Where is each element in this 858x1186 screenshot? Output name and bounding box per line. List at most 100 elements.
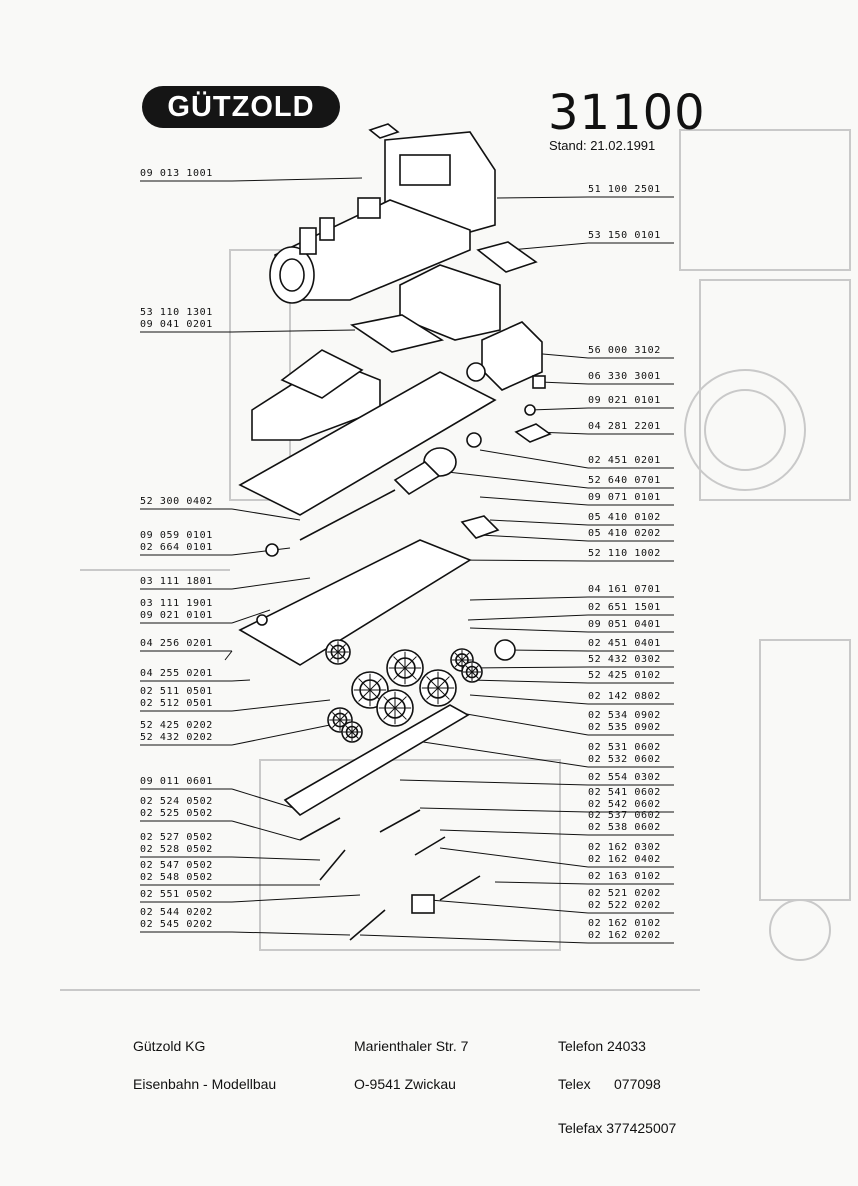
right-part-number: 09 021 0101 [588,395,661,406]
right-leader-line [496,196,589,199]
wheel-spoke [337,644,346,653]
right-leader-line [469,666,589,669]
right-part-number: 02 534 0902 [588,710,661,721]
model-number: 31100 [548,85,706,141]
wheel-spoke [404,667,417,680]
wheel-spoke [351,725,359,733]
right-part-number: 06 330 3001 [588,371,661,382]
wheel-spoke [358,678,371,691]
right-part-number: 02 537 0602 [588,810,661,821]
left-part-number: 52 432 0202 [140,732,213,743]
right-part-number: 02 531 0602 [588,742,661,753]
wheel-spoke [394,696,407,709]
right-leader-line [504,649,589,652]
footer-telex: Telex 077098 [558,1076,661,1092]
right-part-number: 52 425 0102 [588,670,661,681]
gutzold-logo: GÜTZOLD [142,86,340,128]
wheel-spoke [369,678,382,691]
left-part-number: 09 059 0101 [140,530,213,541]
wheel-spoke [351,731,359,739]
footer-city: O-9541 Zwickau [354,1076,456,1092]
right-part-number: 05 410 0102 [588,512,661,523]
wheel-spoke [465,665,473,673]
right-part-number: 53 150 0101 [588,230,661,241]
right-part-number: 02 541 0602 [588,787,661,798]
right-part-number: 02 142 0802 [588,691,661,702]
left-leader-line [231,894,361,903]
right-part-number: 52 432 0302 [588,654,661,665]
left-part-number: 09 013 1001 [140,168,213,179]
left-part-number: 03 111 1801 [140,576,213,587]
right-part-number: 02 522 0202 [588,900,661,911]
right-leader-line [469,694,589,705]
right-leader-line [409,739,589,768]
left-part-number: 02 664 0101 [140,542,213,553]
right-leader-line [489,519,589,526]
footer-telefax: Telefax 377425007 [558,1120,677,1136]
left-leader-line [231,508,301,521]
left-part-number: 52 425 0202 [140,720,213,731]
right-leader-line [359,934,589,944]
left-leader-line [231,577,311,590]
right-part-number: 02 162 0202 [588,930,661,941]
left-part-number: 02 524 0502 [140,796,213,807]
wheel-spoke [454,659,463,668]
right-leader-line [469,679,589,684]
right-leader-line [467,614,589,621]
right-part-number: 02 535 0902 [588,722,661,733]
right-part-number: 02 451 0401 [588,638,661,649]
wheel-spoke [383,696,396,709]
left-part-number: 52 300 0402 [140,496,213,507]
right-leader-line [469,596,589,601]
wheel-spoke [393,667,406,680]
right-leader-line [469,627,589,633]
wheel-spoke [337,651,346,660]
left-part-number: 02 551 0502 [140,889,213,900]
left-part-number: 02 544 0202 [140,907,213,918]
wheel-spoke [461,652,470,661]
left-leader-line [231,609,271,624]
wheel-spoke [465,671,473,679]
left-part-number: 02 528 0502 [140,844,213,855]
wheel-spoke [426,676,439,689]
left-leader-line [224,650,233,661]
right-part-number: 04 281 2201 [588,421,661,432]
left-part-number: 53 110 1301 [140,307,213,318]
right-part-number: 02 163 0102 [588,871,661,882]
left-part-number: 02 547 0502 [140,860,213,871]
left-leader-line [231,820,301,841]
wheel-spoke [437,676,450,689]
wheel-spoke [330,644,339,653]
left-part-number: 02 525 0502 [140,808,213,819]
wheel-spoke [437,687,450,700]
right-leader-line [529,407,589,411]
right-leader-line [509,242,589,251]
footer-business: Eisenbahn - Modellbau [133,1076,277,1092]
left-leader-line [231,724,331,746]
right-part-number: 52 640 0701 [588,475,661,486]
right-leader-line [429,469,589,489]
wheel-spoke [332,712,341,721]
footer-telefon: Telefon 24033 [558,1038,646,1054]
wheel-spoke [471,665,479,673]
left-part-number: 09 011 0601 [140,776,213,787]
left-part-number: 02 548 0502 [140,872,213,883]
right-leader-line [454,711,589,736]
left-leader-line [231,177,363,182]
right-part-number: 04 161 0701 [588,584,661,595]
right-leader-line [439,829,589,836]
right-part-number: 02 554 0302 [588,772,661,783]
left-part-number: 02 511 0501 [140,686,213,697]
left-leader-line [231,856,321,861]
left-leader-line [231,699,331,712]
revision-date: Stand: 21.02.1991 [549,138,656,153]
right-part-number: 09 071 0101 [588,492,661,503]
right-part-number: 51 100 2501 [588,184,661,195]
right-leader-line [479,449,589,469]
wheel-spoke [345,731,353,739]
right-part-number: 56 000 3102 [588,345,661,356]
right-part-number: 02 651 1501 [588,602,661,613]
left-part-number: 04 256 0201 [140,638,213,649]
wheel-spoke [330,651,339,660]
